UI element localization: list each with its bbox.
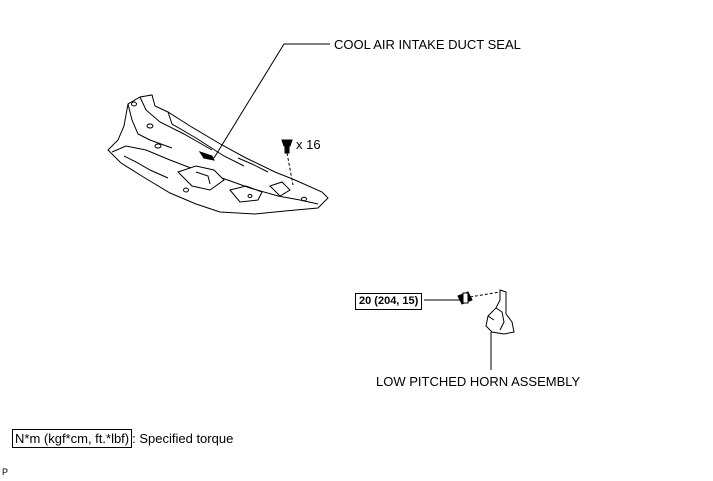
legend-unit-box: N*m (kgf*cm, ft.*lbf) xyxy=(12,429,133,448)
horn-label: LOW PITCHED HORN ASSEMBLY xyxy=(376,374,581,389)
torque-spec-box: 20 (204, 15) xyxy=(355,293,423,310)
horn-bolt-icon xyxy=(457,291,501,305)
duct-seal-part xyxy=(107,94,329,215)
horn-assembly-part xyxy=(485,289,515,335)
clip-icon xyxy=(281,139,294,186)
legend-text: : Specified torque xyxy=(132,431,234,446)
torque-legend: N*m (kgf*cm, ft.*lbf): Specified torque xyxy=(12,429,234,448)
corner-mark: P xyxy=(2,467,9,477)
seal-leader-line xyxy=(213,43,330,159)
seal-label: COOL AIR INTAKE DUCT SEAL xyxy=(334,37,521,52)
clip-quantity-label: x 16 xyxy=(296,137,321,152)
